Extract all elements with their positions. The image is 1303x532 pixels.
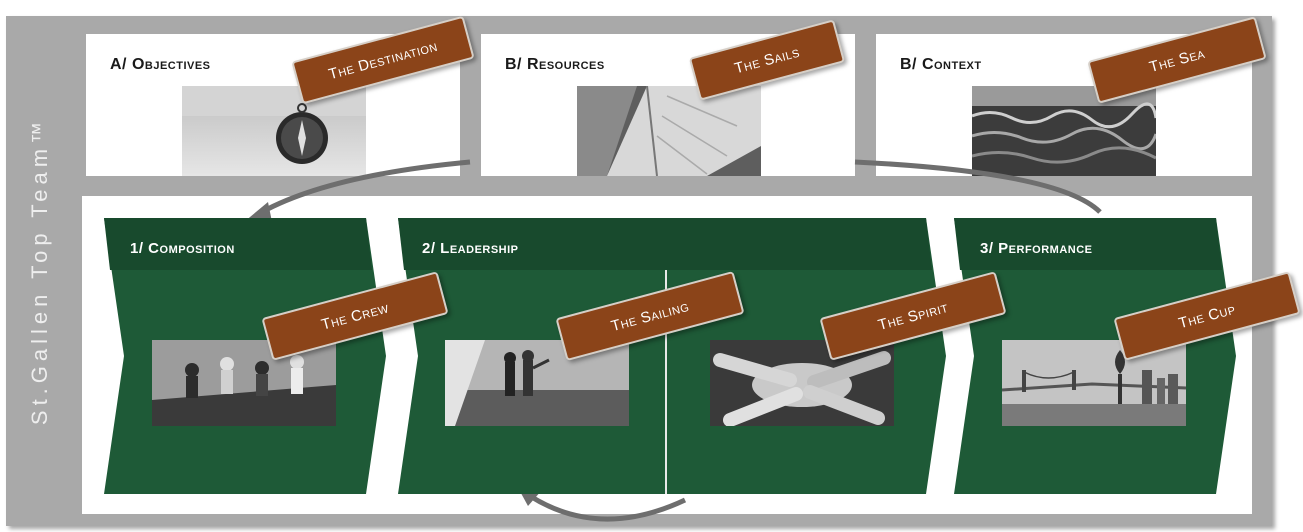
hands-photo (710, 340, 894, 426)
cup-photo (1002, 340, 1186, 426)
performance-label: 3/ Performance (980, 240, 1093, 257)
composition-label: 1/ Composition (130, 240, 235, 257)
crew-photo (152, 340, 336, 426)
sailing-photo (445, 340, 629, 426)
resources-box: B/ Resources (481, 34, 855, 176)
objectives-label: A/ Objectives (110, 56, 211, 73)
resources-label: B/ Resources (505, 56, 605, 73)
sea-photo (972, 86, 1156, 176)
context-label: B/ Context (900, 56, 982, 73)
sail-photo (577, 86, 761, 176)
leadership-label: 2/ Leadership (422, 240, 519, 257)
